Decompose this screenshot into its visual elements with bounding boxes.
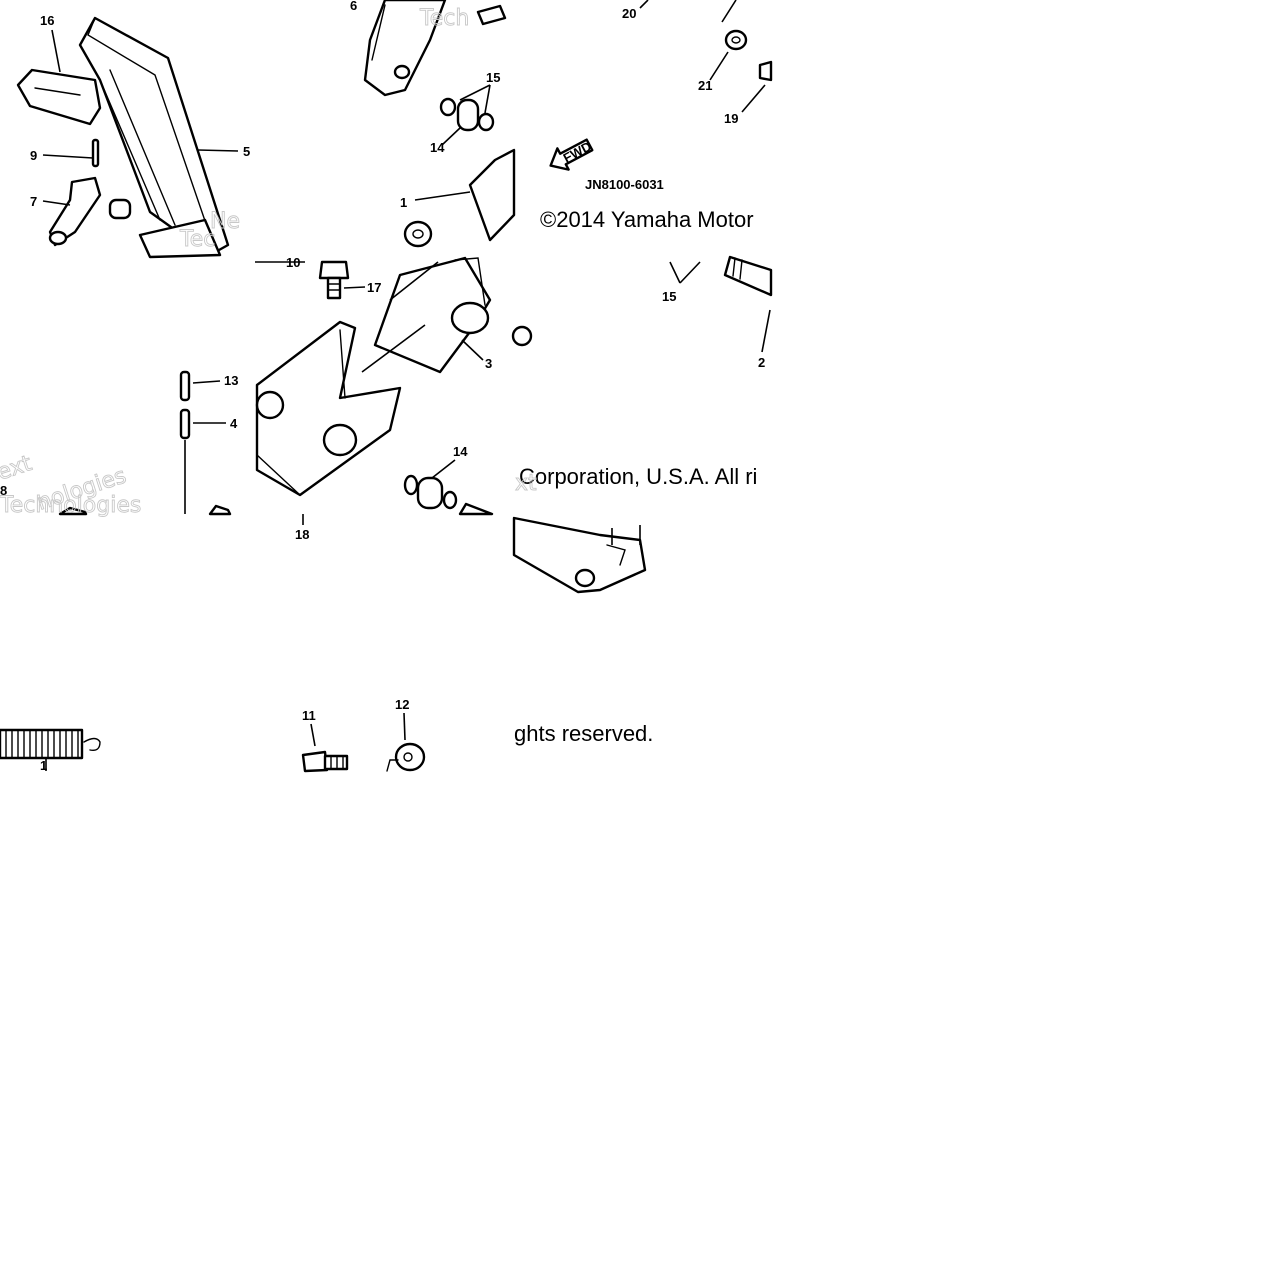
tile-lever: 6 15 14 1 Tech bbox=[350, 0, 516, 242]
callout-15: 15 bbox=[486, 70, 500, 85]
callout-4: 4 bbox=[230, 416, 238, 431]
watermark: xt bbox=[515, 471, 537, 496]
callout-1: 1 bbox=[40, 758, 47, 773]
bushing bbox=[108, 198, 132, 220]
callout-13: 13 bbox=[224, 373, 238, 388]
callout-21: 21 bbox=[698, 78, 712, 93]
callout-9: 9 bbox=[30, 148, 37, 163]
watermark: Tec bbox=[179, 227, 215, 252]
nut-12 bbox=[386, 742, 426, 772]
callout-6: 6 bbox=[350, 0, 357, 13]
callout-2: 2 bbox=[758, 355, 765, 370]
brake-lever bbox=[363, 0, 447, 97]
pivot-sleeve bbox=[468, 148, 516, 242]
watermark: ext bbox=[0, 451, 35, 486]
shaft-2 bbox=[723, 255, 773, 297]
tile-fwd-copyright: FWD JN8100-6031 ©2014 Yamaha Motor 20 21… bbox=[540, 0, 773, 232]
copyright-line-2: Corporation, U.S.A. All ri bbox=[519, 464, 757, 489]
tile-spring: 1 bbox=[0, 728, 101, 773]
callout-14: 14 bbox=[430, 140, 445, 155]
callout-8: 8 bbox=[0, 483, 7, 498]
callout-18: 18 bbox=[295, 527, 309, 542]
diagram-code: JN8100-6031 bbox=[585, 177, 664, 192]
callout-3: 3 bbox=[485, 356, 492, 371]
copyright-line-1: ©2014 Yamaha Motor bbox=[540, 207, 754, 232]
callout-7: 7 bbox=[30, 194, 37, 209]
bushing-14b bbox=[416, 476, 444, 510]
pin-4 bbox=[179, 408, 191, 440]
callout-16: 16 bbox=[40, 13, 54, 28]
callout-1: 1 bbox=[400, 195, 407, 210]
callout-20: 20 bbox=[622, 6, 636, 21]
callout-10: 10 bbox=[286, 255, 300, 270]
copyright-line-3: ghts reserved. bbox=[514, 721, 653, 746]
callout-17: 17 bbox=[367, 280, 381, 295]
tile-pins: 13 4 8 ext nologies Technologies bbox=[0, 370, 238, 518]
watermark: Tech bbox=[419, 6, 469, 31]
fwd-arrow-icon: FWD bbox=[549, 138, 594, 171]
pin-9 bbox=[91, 138, 100, 168]
callout-5: 5 bbox=[243, 144, 250, 159]
watermark: Technologies bbox=[0, 493, 141, 518]
tile-shaft: Corporation, U.S.A. All ri 15 2 xt bbox=[511, 255, 773, 496]
bolt-17 bbox=[318, 260, 350, 280]
callout-19: 19 bbox=[724, 111, 738, 126]
tile-bolt-nut: 11 12 18 bbox=[295, 527, 426, 773]
bolt-11 bbox=[301, 750, 349, 773]
pedal-pad bbox=[16, 68, 102, 126]
watermark: Ne bbox=[210, 209, 240, 234]
callout-15: 15 bbox=[662, 289, 676, 304]
pin-13 bbox=[179, 370, 191, 402]
bushing-14 bbox=[456, 98, 480, 132]
cross-bracket bbox=[512, 516, 647, 594]
tile-pivot-bracket: 17 3 14 bbox=[255, 220, 494, 525]
callout-11: 11 bbox=[302, 708, 316, 723]
svg-text:FWD: FWD bbox=[561, 138, 594, 165]
bracket-18 bbox=[255, 320, 402, 497]
callout-14: 14 bbox=[453, 444, 468, 459]
return-spring bbox=[0, 728, 101, 760]
tile-cross-bracket: ghts reserved. bbox=[512, 516, 653, 746]
tile-brake-pedal: 16 9 5 7 10 Ne Tec bbox=[16, 13, 305, 270]
callout-12: 12 bbox=[395, 697, 409, 712]
